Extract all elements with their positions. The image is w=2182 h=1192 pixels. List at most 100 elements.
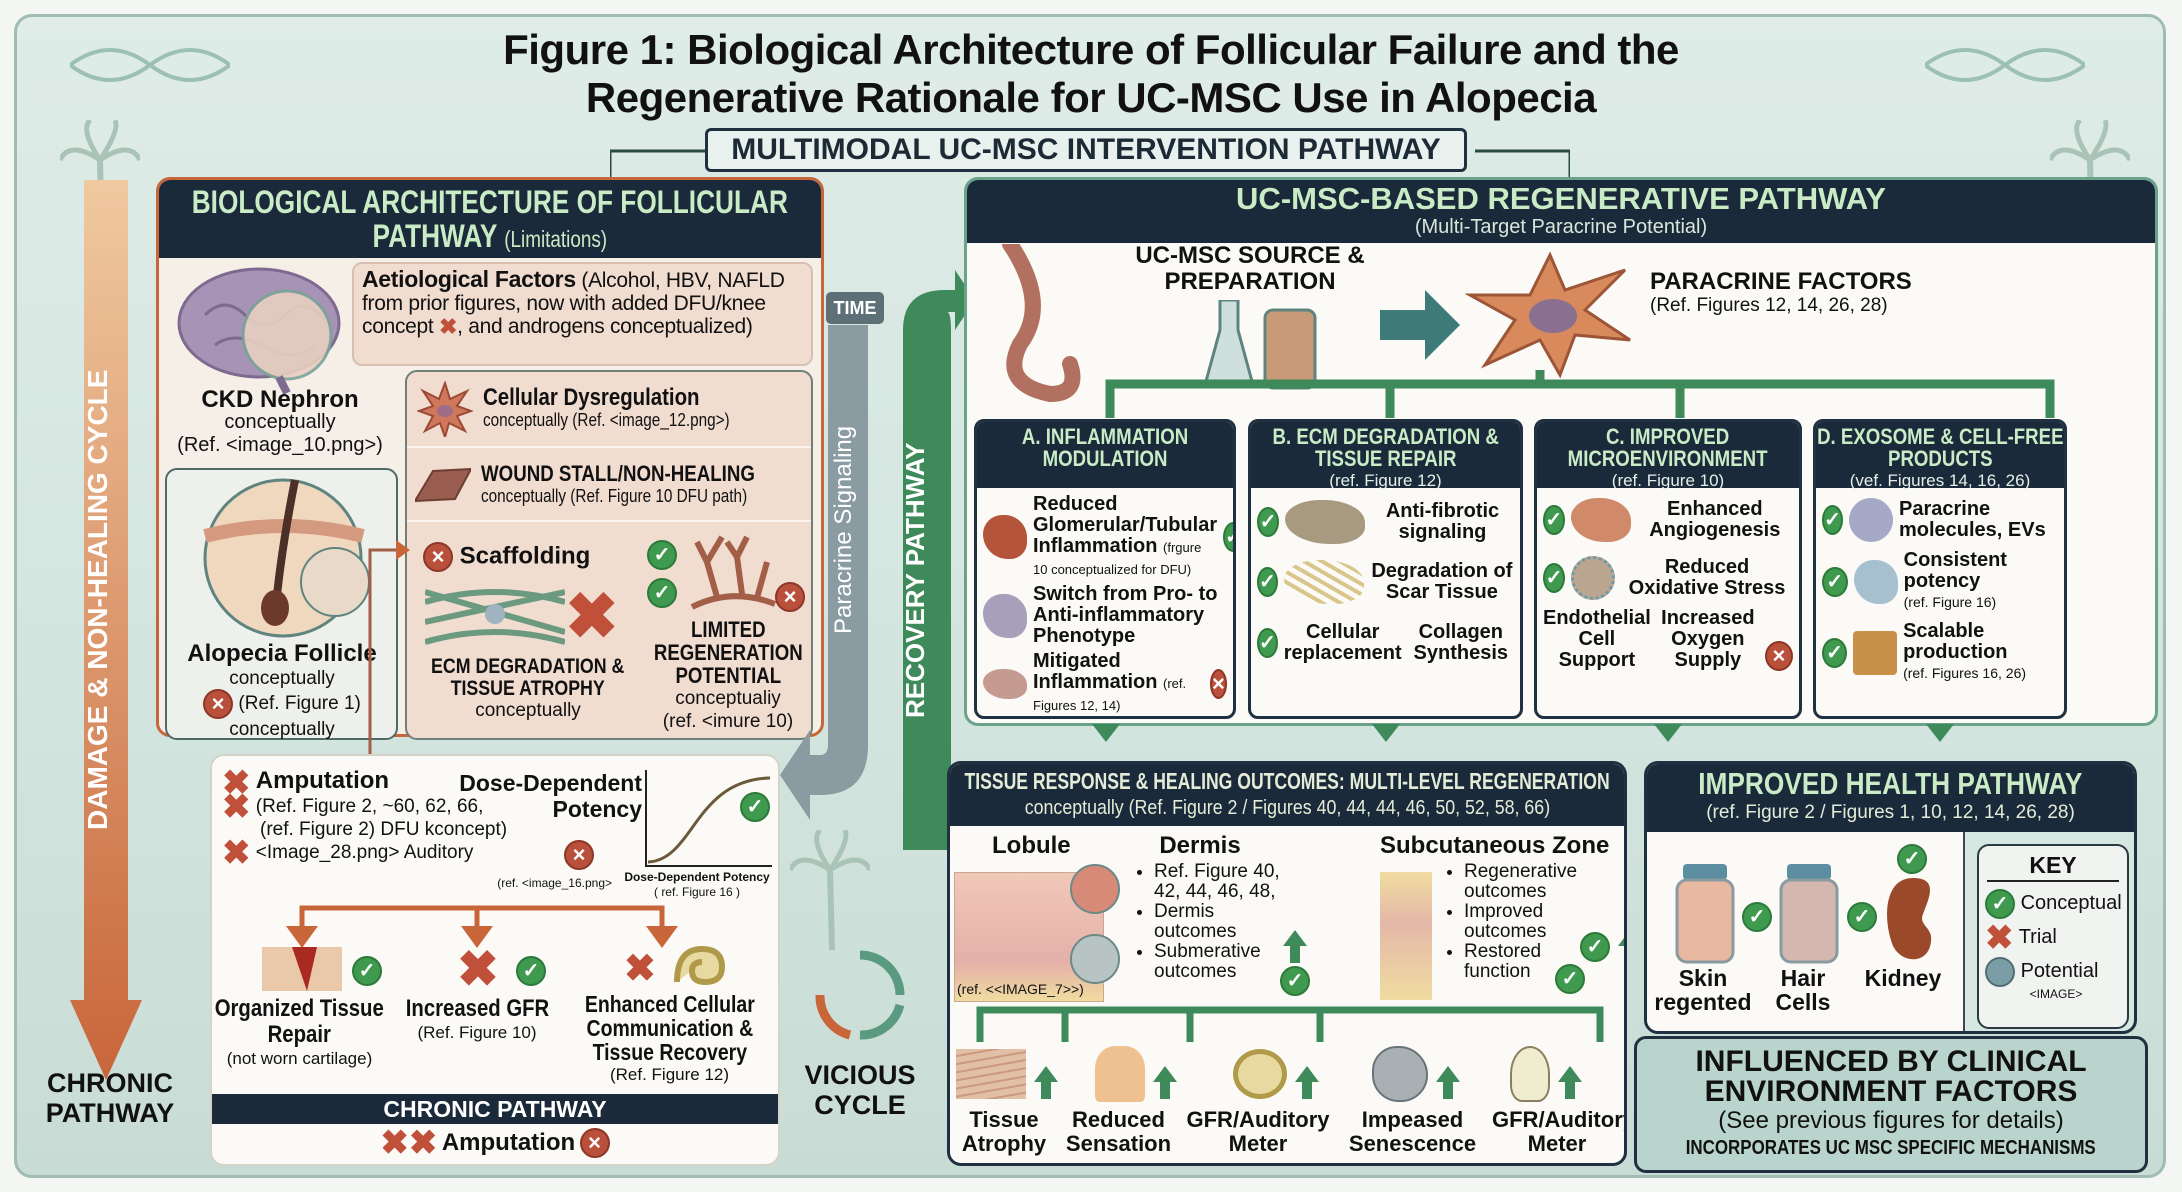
bioreactor-icon — [1853, 630, 1898, 675]
exosome-icon — [1848, 498, 1893, 542]
arrow-up-icon — [1558, 1066, 1582, 1099]
vial-icon — [1675, 864, 1735, 964]
outcome-icons — [950, 1044, 1624, 1104]
check-icon: ✓ — [1822, 566, 1848, 597]
chronic-pathway-side-label: CHRONIC PATHWAY — [45, 1068, 175, 1128]
glomerulus-icon — [983, 515, 1027, 559]
cochlea-icon — [1233, 1049, 1287, 1099]
macrophage-icon — [983, 593, 1027, 638]
check-icon: ✓ — [1257, 507, 1279, 537]
card-inflammation-modulation: A. INFLAMMATION MODULATION Reduced Glome… — [974, 419, 1236, 719]
panel-header: BIOLOGICAL ARCHITECTURE OF FOLLICULAR PA… — [159, 180, 821, 258]
umbilical-cord-icon — [1002, 244, 1081, 403]
card-ecm-degradation: B. ECM DEGRADATION & TISSUE REPAIR(ref. … — [1248, 419, 1523, 719]
cell-icon — [417, 381, 473, 437]
cross-icon: ✖ — [457, 941, 499, 997]
lightbulb-icon — [1510, 1046, 1550, 1102]
arrow-down — [1926, 724, 1954, 742]
cross-circle-icon: × — [564, 840, 594, 870]
subcutaneous-section-icon — [1380, 872, 1432, 1000]
check-icon: ✓ — [516, 956, 546, 986]
msc-cell-icon — [1465, 251, 1631, 379]
hand-icon — [1094, 1046, 1145, 1102]
damage-cycle-arrow — [70, 180, 142, 1080]
vessel-branch-icon — [690, 535, 777, 610]
arrow-down — [461, 926, 493, 948]
check-icon: ✓ — [647, 540, 677, 570]
multimodal-pathway-label: MULTIMODAL UC-MSC INTERVENTION PATHWAY — [705, 128, 1467, 172]
dose-potency-title: Dose-Dependent Potency — [459, 770, 642, 822]
dermis-bullets: Ref. Figure 40, 42, 44, 46, 48,Dermis ou… — [1140, 862, 1280, 982]
paracrine-signaling-arrow — [780, 325, 868, 820]
check-icon: ✓ — [1543, 563, 1566, 593]
cross-circle-icon: × — [1209, 668, 1227, 699]
outcome-ref: (Ref. Figure 12) — [609, 1065, 730, 1084]
dose-response-curve — [645, 770, 772, 867]
check-icon: ✓ — [1847, 902, 1877, 932]
cochlea-icon — [674, 945, 726, 986]
arrow-down — [1372, 724, 1400, 742]
card-improved-microenvironment: C. IMPROVED MICROENVIRONMENT(ref. Figure… — [1534, 419, 1802, 719]
source-preparation-label: UC-MSC SOURCE & PREPARATION — [1135, 242, 1365, 295]
aetiological-factors-box: Aetiological Factors (Alcohol, HBV, NAFL… — [352, 262, 813, 366]
dna-icon — [1925, 48, 2085, 82]
cell-icon — [1853, 559, 1898, 604]
ckd-nephron-label: CKD Nephron conceptually (Ref. <image_10… — [177, 386, 383, 457]
panel-header: UC-MSC-BASED REGENERATIVE PATHWAY (Multi… — [967, 180, 2155, 243]
check-icon: ✓ — [1742, 902, 1772, 932]
check-icon: ✓ — [740, 792, 770, 822]
zoom-circle — [1070, 864, 1120, 914]
tissue-response-panel: TISSUE RESPONSE & HEALING OUTCOMES: MULT… — [947, 761, 1627, 1166]
flask-icon — [1205, 300, 1317, 390]
check-icon: ✓ — [1580, 932, 1610, 962]
cross-icon: ✖ — [624, 948, 656, 990]
card-exosome-products: D. EXOSOME & CELL-FREE PRODUCTS(vef. Fig… — [1813, 419, 2067, 719]
arrow-down — [1092, 724, 1120, 742]
cross-icon: ✖ — [222, 763, 251, 802]
cross-icon: ✖ — [1985, 918, 2014, 957]
arrow-right-icon — [1380, 290, 1460, 360]
dose-potency-ref: (ref. <image_16.png> — [497, 876, 612, 890]
cell-icon — [983, 668, 1027, 699]
tissue-icon — [956, 1049, 1026, 1099]
subcut-bullets: Regenerative outcomesImproved outcomesRe… — [1450, 862, 1585, 982]
arrow-up-icon — [1152, 1066, 1177, 1099]
potential-circle-icon: ● — [1985, 956, 2015, 987]
cross-icon: ✖ — [565, 580, 619, 652]
arrow-up-icon — [1618, 930, 1624, 946]
cross-icon: ✖ — [222, 787, 251, 826]
check-icon: ✓ — [1280, 966, 1310, 996]
recovery-pathway-label: RECOVERY PATHWAY — [900, 442, 930, 718]
kidney-icon — [1887, 878, 1932, 960]
cross-circle-icon: × — [579, 1128, 610, 1158]
cross-icon: ✖ — [222, 833, 251, 872]
scaffolding-label: × Scaffolding — [423, 542, 590, 572]
arrow-up-icon — [1295, 1066, 1319, 1099]
arrow-up-icon — [1435, 1066, 1460, 1099]
cross-circle-icon: × — [1764, 641, 1793, 671]
arrow-down — [646, 926, 678, 948]
arrow-down — [1654, 724, 1682, 742]
check-icon: ✓ — [1985, 888, 2015, 919]
clinical-factors-box: INFLUENCED BY CLINICAL ENVIRONMENT FACTO… — [1634, 1036, 2148, 1173]
cycle-arrows-icon — [815, 950, 905, 1040]
endothelial-cell-icon — [1570, 498, 1631, 542]
arrow-down — [286, 926, 318, 948]
check-icon: ✓ — [1822, 637, 1848, 668]
cross-circle-icon: × — [775, 582, 805, 612]
check-icon: ✓ — [1822, 505, 1843, 535]
wound-tissue-icon — [415, 467, 471, 503]
dna-icon — [70, 48, 230, 82]
paracrine-signaling-label: Paracrine Signaling — [830, 425, 857, 635]
legend-key: KEY ✓ Conceptual ✖ Trial ● Potential <IM… — [1977, 844, 2129, 1029]
ecm-fibers-icon — [425, 589, 565, 645]
zoom-circle — [1070, 934, 1120, 984]
improved-health-panel: IMPROVED HEALTH PATHWAY(ref. Figure 2 / … — [1644, 761, 2137, 1034]
vial-icon — [1779, 864, 1839, 964]
time-label: TIME — [826, 292, 884, 324]
arrow-up-icon — [1283, 930, 1307, 963]
